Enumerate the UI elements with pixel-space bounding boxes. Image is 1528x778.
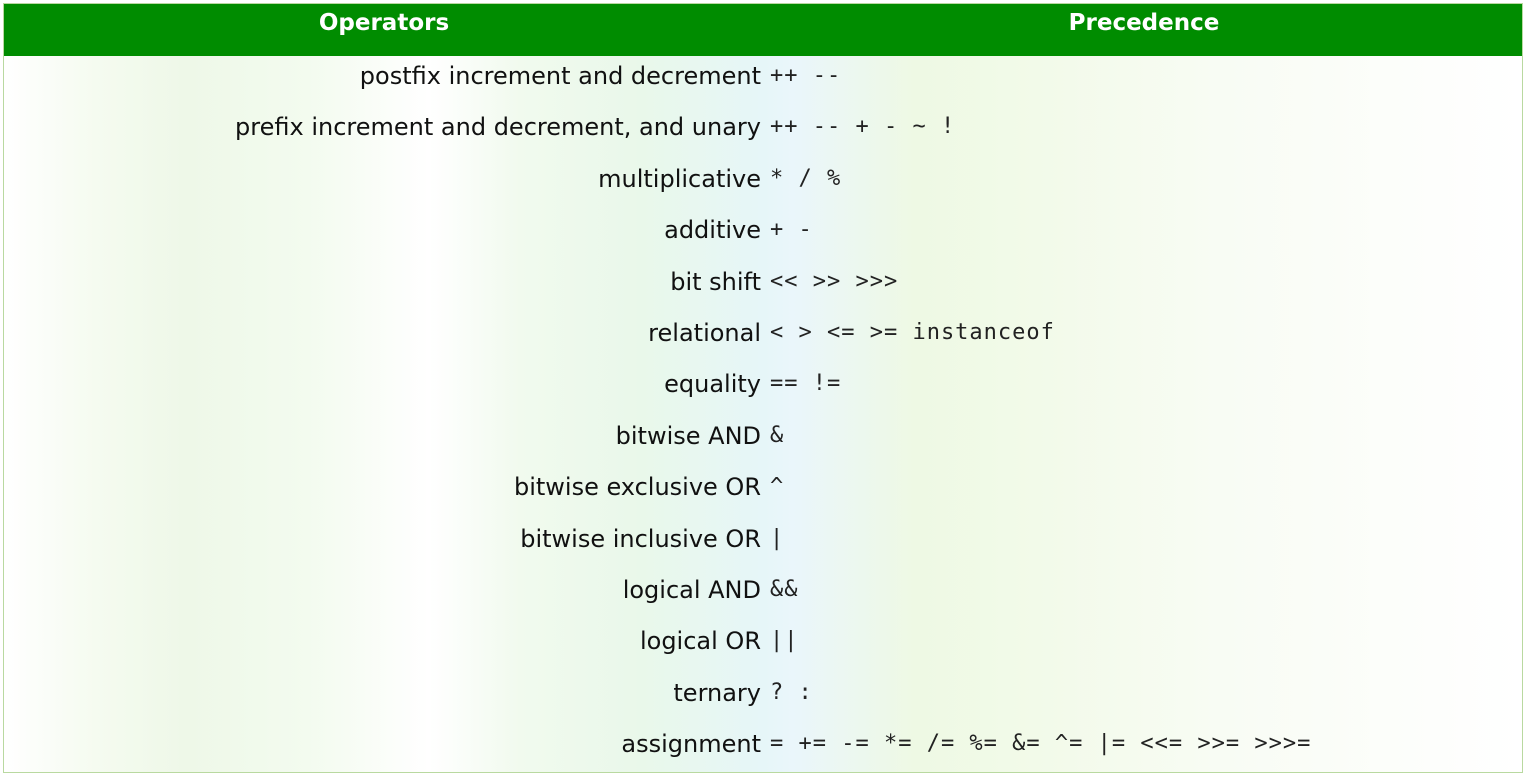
table-row: relational < > <= >= instanceof — [4, 313, 1522, 364]
operator-symbols: << >> >>> — [770, 268, 899, 294]
table-row: bitwise AND & — [4, 416, 1522, 467]
table-row: logical AND && — [4, 570, 1522, 621]
table-row: assignment = += -= *= /= %= &= ^= |= <<=… — [4, 724, 1522, 772]
header-operators: Operators — [318, 10, 450, 36]
operator-category: bit shift — [670, 267, 761, 296]
operator-symbols: ++ -- — [770, 63, 842, 88]
operator-category: ternary — [673, 678, 761, 707]
table-row: bitwise inclusive OR | — [4, 519, 1522, 570]
operator-category: postfix increment and decrement — [359, 62, 761, 90]
operator-symbols: * / % — [770, 165, 842, 191]
table-row: prefix increment and decrement, and unar… — [4, 107, 1522, 158]
table-row: postfix increment and decrement ++ -- — [4, 56, 1522, 107]
operator-symbols: || — [770, 628, 799, 654]
table-row: multiplicative * / % — [4, 159, 1522, 210]
table-header: Operators Precedence — [4, 4, 1522, 56]
operator-symbols: ^ — [770, 474, 785, 500]
operator-category: bitwise inclusive OR — [520, 524, 761, 553]
operator-category: additive — [664, 216, 761, 245]
operator-category: bitwise AND — [615, 421, 761, 450]
table-body: postfix increment and decrement ++ -- pr… — [4, 56, 1522, 772]
operator-category: relational — [648, 318, 761, 347]
table-row: ternary ? : — [4, 673, 1522, 724]
operator-category: equality — [664, 370, 761, 399]
operator-symbols: && — [770, 576, 799, 602]
header-precedence: Precedence — [1068, 10, 1220, 36]
operator-category: prefix increment and decrement, and unar… — [235, 113, 761, 142]
operator-category: bitwise exclusive OR — [513, 473, 761, 502]
operator-category: assignment — [621, 730, 761, 759]
operator-symbols: = += -= *= /= %= &= ^= |= <<= >>= >>>= — [770, 731, 1312, 757]
operator-category: logical AND — [622, 575, 761, 604]
table-row: bit shift << >> >>> — [4, 262, 1522, 313]
table-row: additive + - — [4, 210, 1522, 261]
operator-symbols: + - — [770, 217, 813, 243]
operator-symbols: & — [770, 422, 785, 448]
operator-symbols: == != — [770, 371, 842, 397]
table-row: equality == != — [4, 364, 1522, 415]
table-row: bitwise exclusive OR ^ — [4, 467, 1522, 518]
operator-category: multiplicative — [598, 164, 761, 193]
table-row: logical OR || — [4, 621, 1522, 672]
operator-symbols: < > <= >= instanceof — [770, 319, 1055, 345]
operator-symbols: | — [770, 525, 785, 551]
operator-symbols: ++ -- + - ~ ! — [770, 114, 956, 140]
operator-category: logical OR — [639, 627, 761, 656]
operator-symbols: ? : — [770, 679, 813, 705]
operator-precedence-table: Operators Precedence postfix increment a… — [3, 3, 1523, 773]
